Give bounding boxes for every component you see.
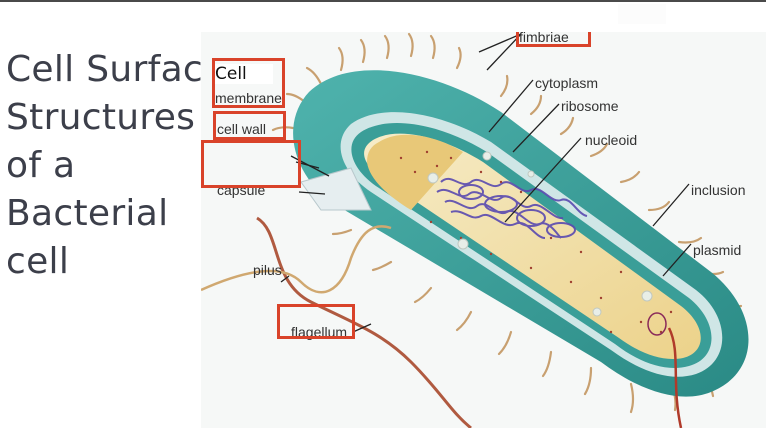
title-line-1: Cell Surface <box>6 49 226 90</box>
slide-title: Cell Surface Structures of a Bacterial c… <box>6 46 226 286</box>
label-ribosome: ribosome <box>561 98 619 114</box>
corner-patch <box>618 4 666 24</box>
highlight-box-cell-membrane <box>212 58 285 108</box>
top-rule <box>0 0 766 2</box>
label-cell-word: Cell <box>215 64 273 84</box>
highlight-box-flagellum <box>277 304 355 339</box>
plasmid <box>647 312 667 336</box>
flagellum <box>256 216 472 428</box>
highlight-box-capsule <box>201 140 301 188</box>
peeled-layers <box>300 167 372 211</box>
bacterial-cell-illustration <box>201 32 749 428</box>
label-pilus: pilus <box>253 262 282 278</box>
label-nucleoid: nucleoid <box>585 132 638 148</box>
title-line-5: cell <box>6 241 70 282</box>
label-cell-wall: cell wall <box>217 121 267 137</box>
label-plasmid: plasmid <box>693 242 742 258</box>
pilus <box>201 225 392 294</box>
bacterial-cell-diagram: fimbriae cytoplasm ribosome nucleoid inc… <box>201 32 766 428</box>
highlight-box-fimbriae <box>516 32 591 47</box>
label-cytoplasm: cytoplasm <box>535 75 599 91</box>
nucleoid <box>436 177 588 239</box>
label-membrane: membrane <box>215 90 282 106</box>
highlight-box-cell-wall <box>213 111 286 140</box>
title-line-2: Structures <box>6 97 196 138</box>
title-line-3: of a <box>6 145 76 186</box>
inclusions <box>427 151 653 317</box>
title-line-4: Bacterial <box>6 193 169 234</box>
label-inclusion: inclusion <box>691 182 746 198</box>
flagellum-right <box>667 327 683 428</box>
leader-lines <box>280 33 692 333</box>
label-fimbriae: fimbriae <box>519 32 569 45</box>
